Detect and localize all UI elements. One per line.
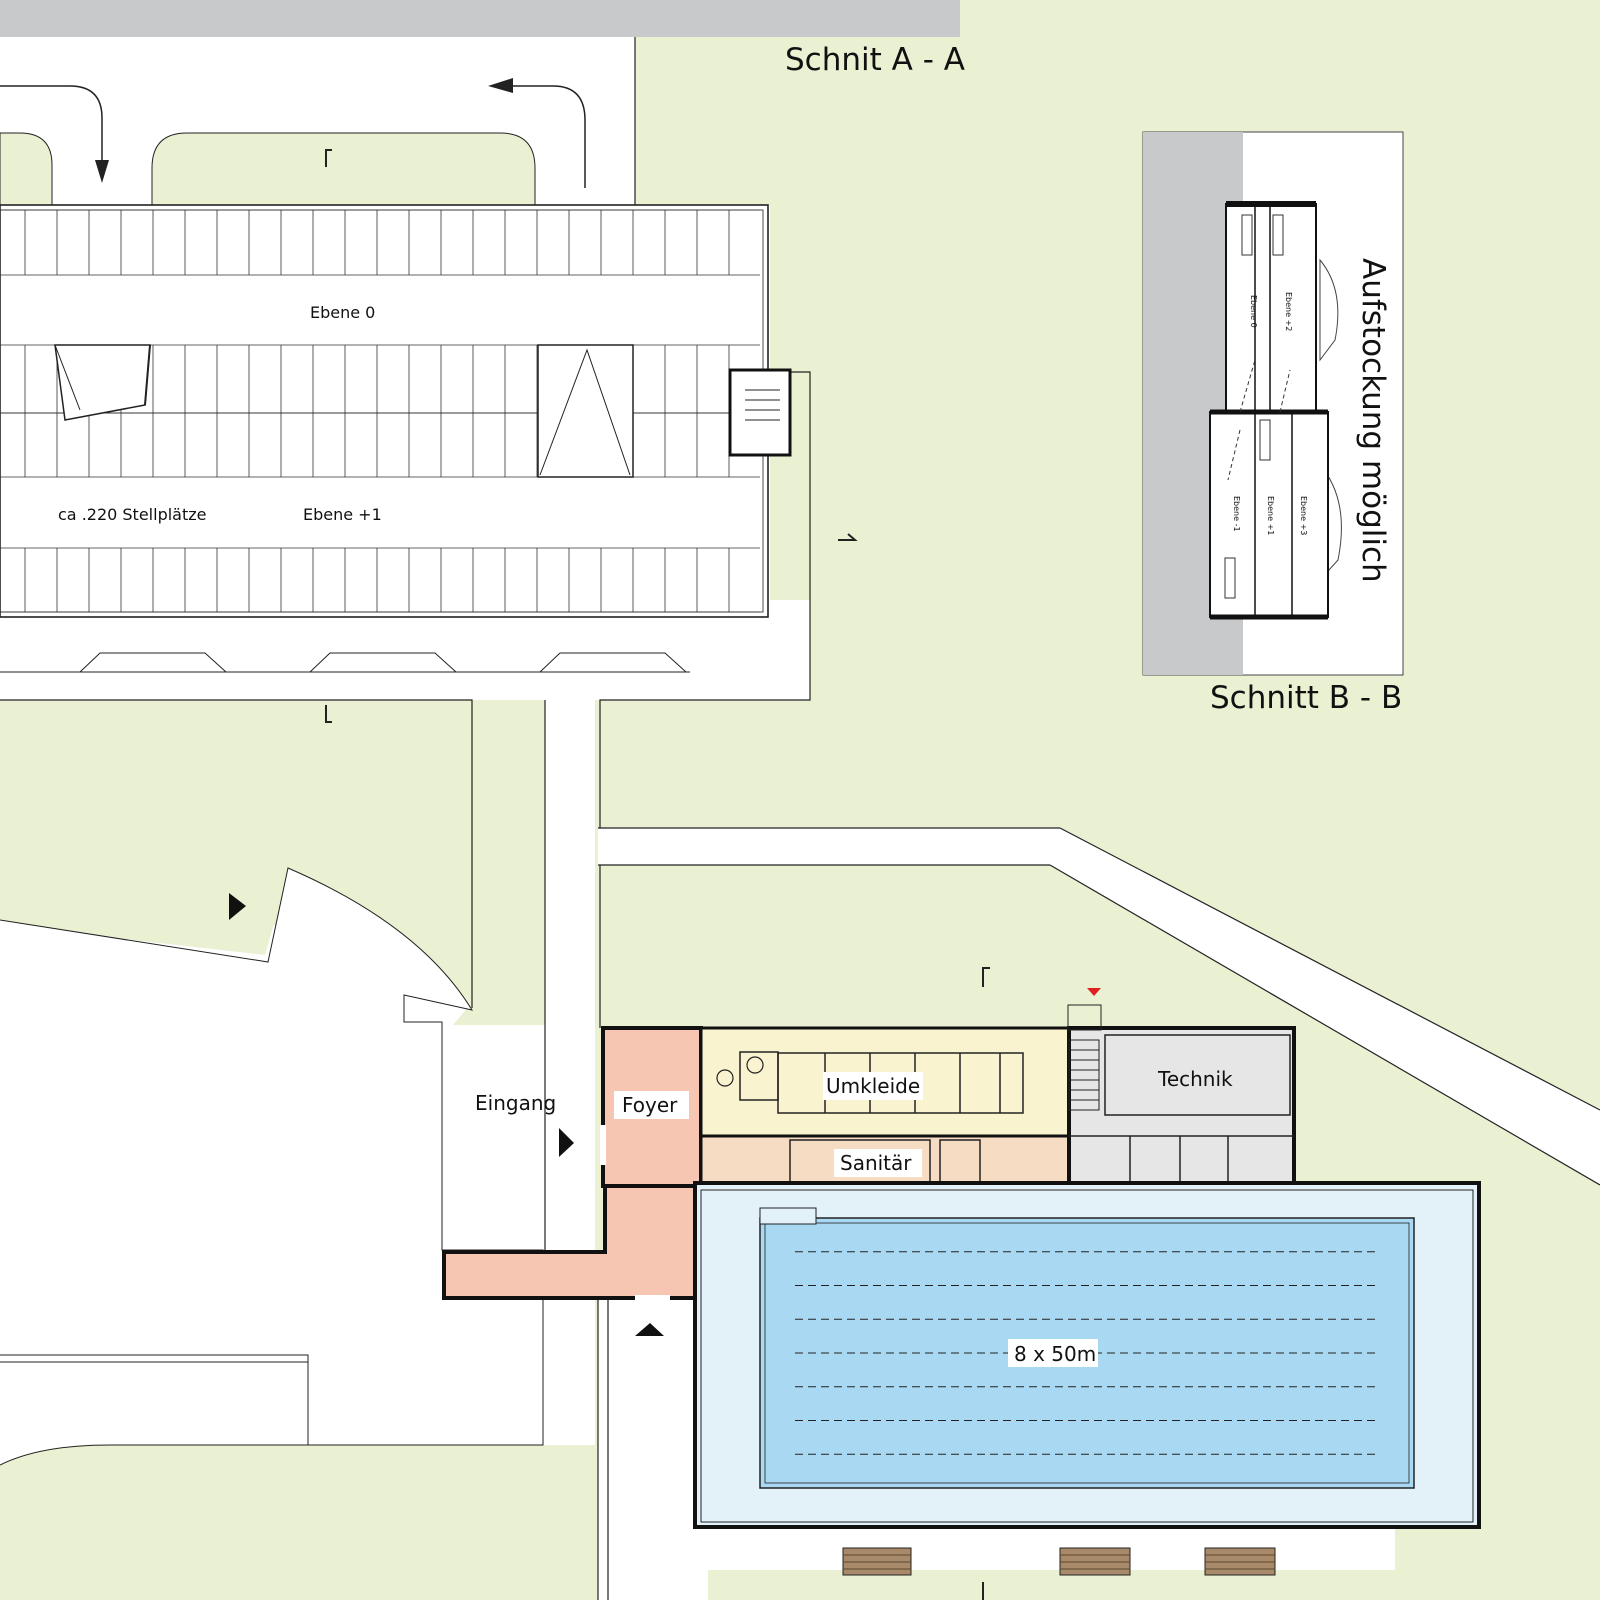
- section-level-plus3: Ebene +3: [1299, 496, 1308, 535]
- foyer-label-bg: [614, 1091, 689, 1119]
- existing-building: [0, 867, 544, 1466]
- section-b-title: Schnitt B - B: [1210, 680, 1402, 716]
- section-marker-icon: [325, 149, 990, 1600]
- pool-label-bg: [1008, 1339, 1098, 1367]
- technical-label: Technik: [1157, 1067, 1233, 1091]
- entrance-label: Eingang: [475, 1091, 556, 1115]
- section-level-plus2: Ebene +2: [1284, 292, 1293, 331]
- extension-note: Aufstockung möglich: [1355, 258, 1391, 583]
- changing-label-bg: [823, 1072, 923, 1100]
- entrance-arrow-icon: [559, 1128, 574, 1157]
- changing-label: Umkleide: [826, 1074, 920, 1098]
- entrance-arrow-icon: [635, 1323, 664, 1336]
- road-lines: [0, 37, 1600, 1600]
- road-band: [0, 0, 960, 37]
- section-level-plus1: Ebene +1: [1266, 496, 1275, 535]
- parking-capacity: ca .220 Stellplätze: [58, 505, 206, 524]
- foyer-label: Foyer: [622, 1093, 678, 1117]
- section-level-minus1: Ebene -1: [1232, 496, 1241, 532]
- pool-label: 8 x 50m: [1014, 1342, 1096, 1366]
- section-a-title: Schnit A - A: [785, 42, 965, 78]
- pool-building: [442, 1004, 1481, 1576]
- sanitary-label: Sanitär: [840, 1151, 912, 1175]
- arrow-left-icon: [488, 78, 513, 93]
- parking-level-0: Ebene 0: [310, 303, 375, 322]
- traffic-arrows: [0, 85, 586, 188]
- sanitary-label-bg: [834, 1149, 922, 1177]
- section-b-drawing: [1142, 131, 1404, 676]
- arrow-down-icon: [95, 160, 109, 183]
- parking-level-plus1: Ebene +1: [303, 505, 382, 524]
- parking-deck: [0, 204, 792, 673]
- entrance-arrow-icon: [229, 893, 246, 920]
- marker-icon: [1087, 988, 1101, 996]
- green-island: [0, 132, 813, 925]
- section-level-0: Ebene 0: [1249, 295, 1258, 328]
